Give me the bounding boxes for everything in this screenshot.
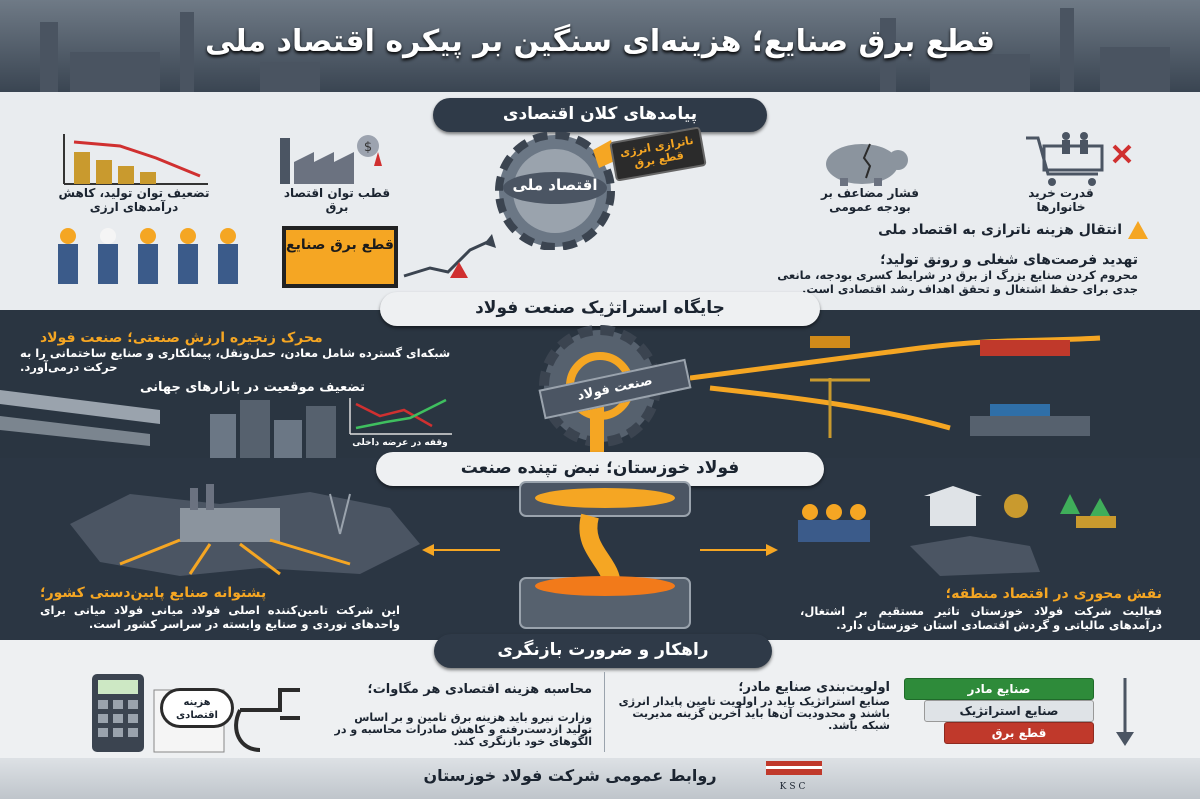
gear-center-label: اقتصاد ملی — [512, 176, 598, 194]
section1-heading: پیامدهای کلان اقتصادی — [433, 98, 767, 132]
priority-text: صنایع استراتژیک باید در اولویت تامین پای… — [618, 695, 890, 732]
threat-heading: تهدید فرصت‌های شغلی و رونق تولید؛ — [880, 252, 1138, 268]
market-heading: تضعیف موقعیت در بازارهای جهانی — [140, 380, 366, 395]
alert-icon — [450, 262, 468, 278]
item-label-production: تضعیف توان تولید، کاهش درآمدهای ارزی — [58, 186, 210, 214]
threat-text: محروم کردن صنایع بزرگ از برق در شرایط کس… — [777, 268, 1138, 296]
economic-cost-tag: هزینه اقتصادی — [160, 688, 234, 728]
item-label-power: قطب توان اقتصاد برق — [283, 186, 391, 214]
warning-line: انتقال هزینه ناترازی به اقتصاد ملی — [878, 222, 1122, 238]
left-text: این شرکت تامین‌کننده اصلی فولاد میانی فو… — [40, 603, 400, 631]
coins-chart-icon — [63, 134, 208, 185]
right-heading: نقش محوری در اقتصاد منطقه؛ — [945, 586, 1162, 602]
footer-text: روابط عمومی شرکت فولاد خوزستان — [423, 766, 717, 785]
svg-text:$: $ — [364, 140, 372, 155]
ksc-logo-icon — [766, 761, 822, 775]
power-cut-button: قطع برق — [944, 722, 1094, 744]
chart-caption: وقفه در عرضه داخلی — [352, 438, 448, 448]
strategic-industries-button: صنایع استراتژیک — [924, 700, 1094, 722]
right-text: فعالیت شرکت فولاد خوزستان تاثیر مستقیم ب… — [800, 604, 1162, 632]
mother-industries-button: صنایع مادر — [904, 678, 1094, 700]
iran-map-factory-icon — [70, 484, 420, 576]
market-chart-icon — [349, 398, 452, 435]
flow-arrows-icon — [422, 544, 778, 556]
section3-heading: فولاد خوزستان؛ نبض تپنده صنعت — [376, 452, 824, 486]
growth-arrow-icon — [403, 234, 496, 278]
national-economy-gear-icon — [495, 132, 617, 250]
section2-heading: جایگاه استراتژیک صنعت فولاد — [380, 292, 820, 326]
down-arrow-icon — [1116, 678, 1134, 746]
item-label-purchasing: قدرت خرید خانوارها — [1028, 186, 1094, 214]
region-economy-icon — [798, 486, 1116, 576]
engine-heading: محرک زنجیره ارزش صنعتی؛ صنعت فولاد — [40, 330, 323, 346]
city-buildings-icon — [210, 400, 336, 458]
header-banner — [0, 0, 1200, 92]
item-label-budget: فشار مضاعف بر بودجه عمومی — [820, 186, 920, 214]
workers-icon — [58, 228, 238, 284]
calc-text: وزارت نیرو باید هزینه برق تامین و بر اسا… — [334, 711, 592, 748]
section4-heading: راهکار و ضرورت بازنگری — [434, 634, 772, 668]
section-divider — [604, 672, 605, 752]
engine-text: شبکه‌ای گسترده شامل معادن، حمل‌ونقل، پیم… — [20, 346, 451, 374]
page-title: قطع برق صنایع؛ هزینه‌ای سنگین بر پیکره ا… — [204, 24, 996, 59]
steel-beams-icon — [0, 390, 160, 446]
supply-chain-scene-icon — [690, 335, 1101, 438]
molten-steel-ladle-icon — [519, 481, 691, 629]
warning-icon — [1128, 221, 1148, 239]
footer-bar — [0, 758, 1200, 799]
calc-heading: محاسبه هزینه اقتصادی هر مگاوات؛ — [367, 682, 593, 697]
priority-heading: اولویت‌بندی صنایع مادر؛ — [738, 680, 890, 695]
factory-icon: $ — [280, 135, 382, 184]
cart-icon — [1026, 132, 1132, 186]
piggy-bank-icon — [826, 143, 908, 186]
ksc-logo-text: KSC — [779, 782, 809, 792]
left-heading: پشتوانه صنایع پایین‌دستی کشور؛ — [40, 585, 267, 601]
industry-power-cut-sign: قطع برق صنایع — [282, 226, 398, 288]
